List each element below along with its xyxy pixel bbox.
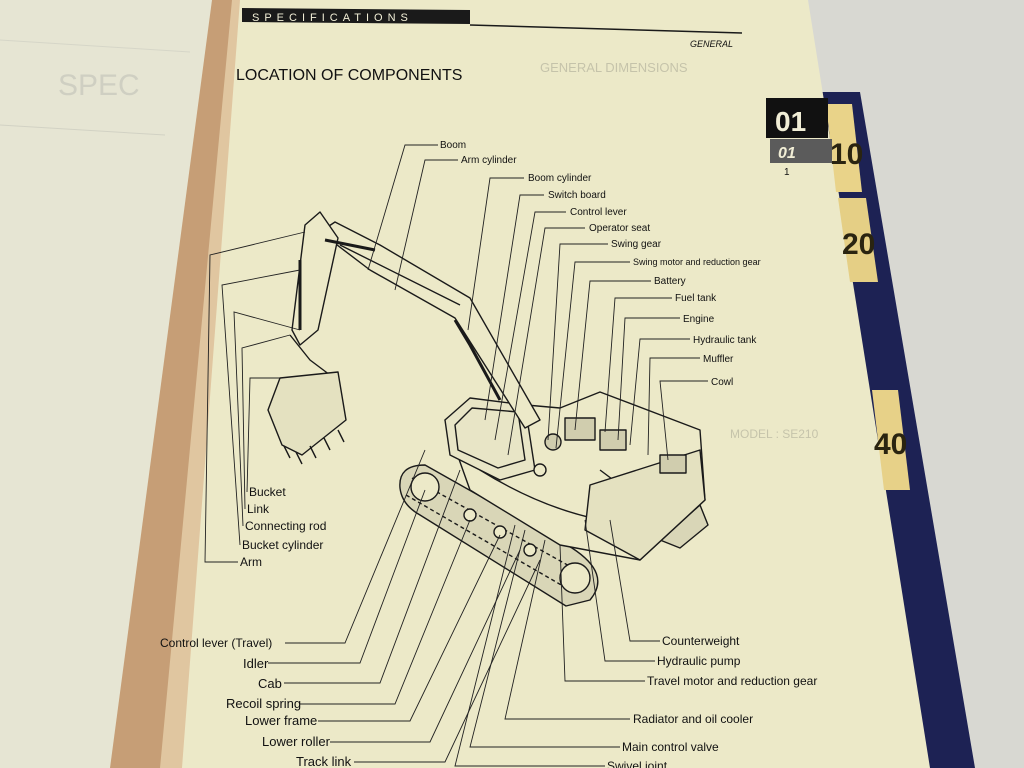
label-cowl: Cowl: [711, 377, 733, 388]
label-boom-cylinder: Boom cylinder: [528, 173, 592, 184]
page-tab-number: 01: [775, 106, 806, 137]
side-tab-40[interactable]: [872, 390, 910, 490]
label-idler: Idler: [243, 656, 269, 671]
page-tab-italic: 01: [778, 145, 796, 162]
page-tab: [766, 98, 828, 138]
section-sub: GENERAL: [690, 39, 733, 49]
label-swing-motor: Swing motor and reduction gear: [633, 257, 761, 267]
labels-right-low: Counterweight Hydraulic pump Travel moto…: [607, 634, 817, 768]
left-page-heading: SPEC: [58, 69, 140, 102]
labels-left-low: Control lever (Travel) Idler Cab Recoil …: [160, 636, 352, 768]
label-operator-seat: Operator seat: [589, 223, 650, 234]
label-cab: Cab: [258, 676, 282, 691]
labels-top: Boom Arm cylinder Boom cylinder Switch b…: [440, 140, 761, 388]
label-bucket-cylinder: Bucket cylinder: [242, 538, 323, 552]
side-tab-20-label: 20: [842, 228, 875, 261]
label-radiator: Radiator and oil cooler: [633, 712, 753, 726]
label-hydraulic-pump: Hydraulic pump: [657, 654, 741, 668]
page-title: LOCATION OF COMPONENTS: [236, 67, 462, 84]
section-banner: [242, 8, 470, 24]
side-tab-40-label: 40: [874, 428, 907, 461]
idler-wheel: [410, 472, 440, 502]
label-recoil-spring: Recoil spring: [226, 696, 301, 711]
label-hydraulic-tank: Hydraulic tank: [693, 335, 757, 346]
label-battery: Battery: [654, 276, 686, 287]
label-track-link: Track link: [296, 754, 352, 768]
label-connecting-rod: Connecting rod: [245, 519, 326, 533]
label-arm-cylinder: Arm cylinder: [461, 155, 517, 166]
ghost-model: MODEL : SE210: [730, 427, 819, 441]
label-switch-board: Switch board: [548, 190, 606, 201]
label-muffler: Muffler: [703, 354, 734, 365]
label-travel-motor: Travel motor and reduction gear: [647, 674, 817, 688]
label-control-lever-travel: Control lever (Travel): [160, 636, 272, 650]
label-lower-roller: Lower roller: [262, 734, 331, 749]
label-control-lever: Control lever: [570, 207, 627, 218]
right-page: [182, 0, 930, 768]
label-arm: Arm: [240, 555, 262, 569]
side-tab-10-label: 10: [830, 138, 863, 171]
page-number: 1: [784, 167, 790, 178]
side-tab-20[interactable]: [838, 198, 878, 282]
label-fuel-tank: Fuel tank: [675, 293, 717, 304]
label-counterweight: Counterweight: [662, 634, 740, 648]
label-link: Link: [247, 502, 270, 516]
label-lower-frame: Lower frame: [245, 713, 317, 728]
label-bucket: Bucket: [249, 485, 286, 499]
binding: [110, 0, 240, 768]
label-swivel-joint: Swivel joint: [607, 759, 668, 768]
leader-lines: [204, 144, 708, 767]
label-main-control-valve: Main control valve: [622, 740, 719, 754]
arm-shape: [291, 211, 339, 346]
excavator-illustration: [267, 211, 709, 607]
label-boom: Boom: [440, 140, 466, 151]
section-banner-text: SPECIFICATIONS: [252, 12, 413, 24]
label-swing-gear: Swing gear: [611, 239, 662, 250]
ghost-mirror: GENERAL DIMENSIONS MODEL : SE210: [540, 60, 819, 441]
ghost-title: GENERAL DIMENSIONS: [540, 60, 688, 75]
side-tab-10[interactable]: [826, 104, 862, 192]
side-tabs: 10 20 40: [826, 104, 910, 490]
sprocket-wheel: [559, 562, 591, 594]
labels-left-mid: Bucket Link Connecting rod Bucket cylind…: [240, 485, 326, 569]
bucket-shape: [267, 371, 347, 456]
label-engine: Engine: [683, 314, 715, 325]
